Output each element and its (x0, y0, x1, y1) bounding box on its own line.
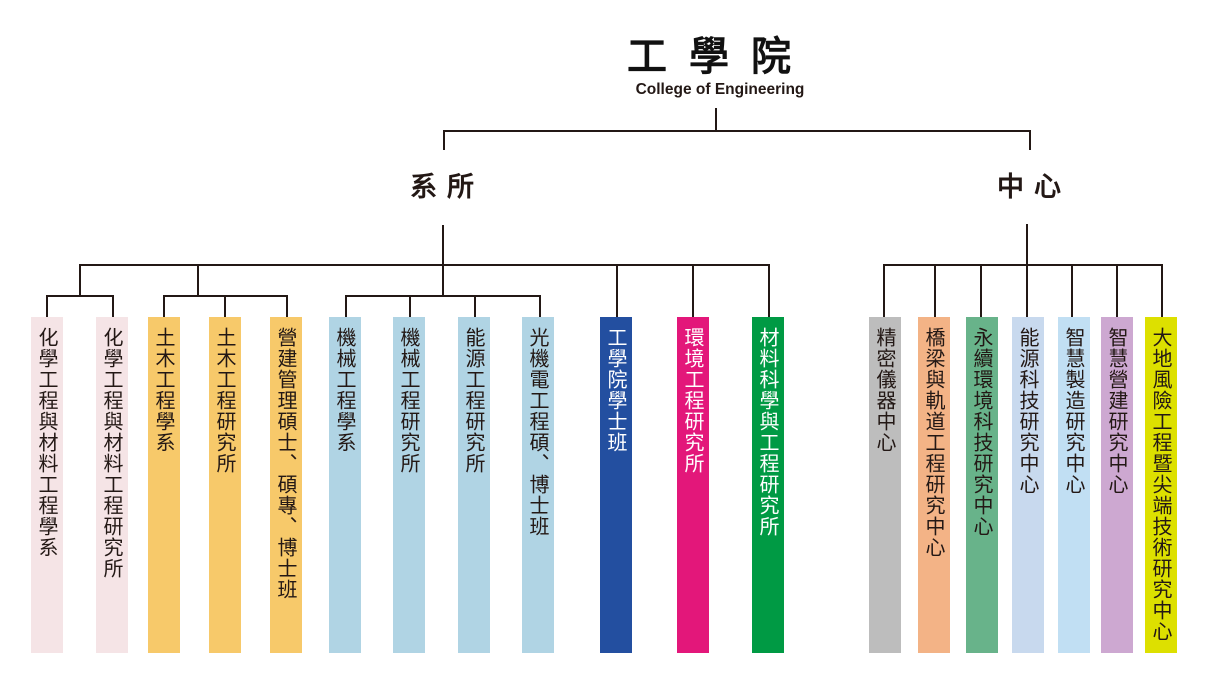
center-label: 橋梁與軌道工程研究中心 (922, 327, 946, 558)
connector-drop (768, 264, 770, 317)
department-label: 光機電工程碩、博士班 (526, 327, 550, 537)
center-label: 大地風險工程暨尖端技術研究中心 (1149, 327, 1173, 642)
connector-drop (1116, 264, 1118, 317)
department-label: 能源工程研究所 (462, 327, 486, 474)
center-energy-technology[interactable]: 能源科技研究中心 (1012, 317, 1044, 653)
connector-drop (934, 264, 936, 317)
connector-drop (539, 295, 541, 317)
center-sustainable-environment[interactable]: 永續環境科技研究中心 (966, 317, 998, 653)
connector-dept-horizontal (79, 264, 770, 266)
department-mechanical-eng-institute[interactable]: 機械工程研究所 (393, 317, 425, 653)
connector-departments-drop (443, 130, 445, 150)
department-environmental-eng-institute[interactable]: 環境工程研究所 (677, 317, 709, 653)
connector-centers-drop (1029, 130, 1031, 150)
department-label: 化學工程與材料工程學系 (35, 327, 59, 558)
department-materials-science-institute[interactable]: 材料科學與工程研究所 (752, 317, 784, 653)
connector-centers-horizontal (883, 264, 1163, 266)
college-title-en: College of Engineering (635, 81, 805, 98)
connector-civil-stem (197, 264, 199, 296)
group-label-centers: 中心 (997, 172, 1071, 203)
connector-drop (980, 264, 982, 317)
connector-root-horizontal (443, 130, 1031, 132)
department-label: 環境工程研究所 (681, 327, 705, 474)
department-energy-eng-institute[interactable]: 能源工程研究所 (458, 317, 490, 653)
connector-drop (112, 295, 114, 317)
center-label: 永續環境科技研究中心 (970, 327, 994, 537)
connector-chem-stem (79, 264, 81, 296)
center-smart-manufacturing[interactable]: 智慧製造研究中心 (1058, 317, 1090, 653)
department-label: 化學工程與材料工程研究所 (100, 327, 124, 579)
center-label: 智慧營建研究中心 (1105, 327, 1129, 495)
college-title-zh: 工學院 (627, 33, 813, 80)
connector-drop (163, 295, 165, 317)
connector-drop (46, 295, 48, 317)
group-label-departments: 系所 (410, 172, 484, 203)
department-chem-eng-materials-institute[interactable]: 化學工程與材料工程研究所 (96, 317, 128, 653)
department-chem-eng-materials-dept[interactable]: 化學工程與材料工程學系 (31, 317, 63, 653)
connector-drop (692, 264, 694, 317)
connector-drop (1161, 264, 1163, 317)
connector-centers-stem (1026, 224, 1028, 317)
connector-drop (474, 295, 476, 317)
center-geohazard-advanced-tech[interactable]: 大地風險工程暨尖端技術研究中心 (1145, 317, 1177, 653)
connector-drop (616, 264, 618, 317)
connector-root-stem (715, 108, 717, 131)
connector-drop (286, 295, 288, 317)
center-label: 能源科技研究中心 (1016, 327, 1040, 495)
center-label: 精密儀器中心 (873, 327, 897, 453)
connector-chem-horizontal (46, 295, 114, 297)
department-label: 工學院學士班 (604, 327, 628, 453)
department-label: 土木工程研究所 (213, 327, 237, 474)
connector-drop (1071, 264, 1073, 317)
center-label: 智慧製造研究中心 (1062, 327, 1086, 495)
center-bridge-rail-engineering[interactable]: 橋梁與軌道工程研究中心 (918, 317, 950, 653)
center-smart-construction[interactable]: 智慧營建研究中心 (1101, 317, 1133, 653)
department-label: 材料科學與工程研究所 (756, 327, 780, 537)
connector-drop (224, 295, 226, 317)
center-precision-instrument[interactable]: 精密儀器中心 (869, 317, 901, 653)
connector-drop (345, 295, 347, 317)
connector-drop (409, 295, 411, 317)
department-opto-mechatronics-program[interactable]: 光機電工程碩、博士班 (522, 317, 554, 653)
connector-drop (883, 264, 885, 317)
department-civil-eng-dept[interactable]: 土木工程學系 (148, 317, 180, 653)
department-label: 營建管理碩士、碩專、博士班 (274, 327, 298, 600)
connector-mech-horizontal (345, 295, 541, 297)
department-label: 土木工程學系 (152, 327, 176, 453)
department-mechanical-eng-dept[interactable]: 機械工程學系 (329, 317, 361, 653)
department-civil-eng-institute[interactable]: 土木工程研究所 (209, 317, 241, 653)
department-construction-management-program[interactable]: 營建管理碩士、碩專、博士班 (270, 317, 302, 653)
connector-dept-stem (442, 225, 444, 296)
department-bachelor-program[interactable]: 工學院學士班 (600, 317, 632, 653)
department-label: 機械工程學系 (333, 327, 357, 453)
department-label: 機械工程研究所 (397, 327, 421, 474)
